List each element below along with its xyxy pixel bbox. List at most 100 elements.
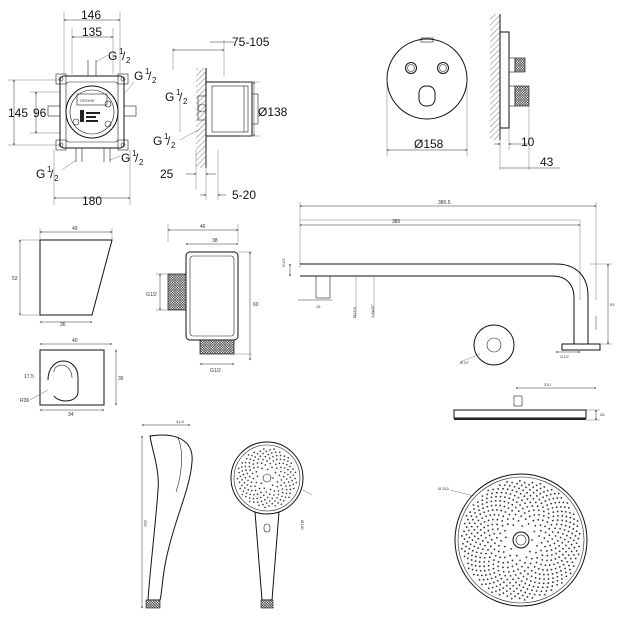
nozzle-dot — [292, 483, 295, 486]
nozzle-dot — [257, 466, 259, 468]
dim-arm-length-inner: 380 — [392, 219, 401, 225]
nozzle-dot — [551, 581, 554, 584]
nozzle-dot — [567, 564, 570, 567]
nozzle-dot — [493, 542, 496, 545]
nozzle-dot — [560, 497, 563, 499]
nozzle-dot — [237, 467, 240, 470]
nozzle-dot — [560, 559, 563, 562]
dim-hand-head-diameter: Ø130 — [300, 520, 305, 531]
nozzle-dot — [469, 511, 472, 514]
nozzle-dot — [278, 474, 281, 477]
nozzle-dot — [255, 481, 258, 484]
nozzle-dot — [513, 590, 515, 593]
svg-text:G: G — [134, 69, 143, 83]
dim-valve-diameter: Ø138 — [258, 105, 288, 119]
nozzle-dot — [294, 477, 296, 480]
nozzle-dot — [574, 557, 577, 560]
nozzle-dot — [550, 523, 553, 526]
dim-arm-length-total: 380.5 — [438, 200, 451, 206]
nozzle-dot — [492, 567, 495, 570]
nozzle-dot — [274, 451, 277, 453]
nozzle-dot — [538, 535, 541, 537]
nozzle-dot — [539, 487, 542, 490]
dim-rain-width: 310 — [544, 382, 551, 387]
nozzle-dot — [526, 505, 529, 508]
nozzle-dot — [566, 560, 569, 563]
rain-shower-nozzle-pattern — [460, 479, 581, 601]
nozzle-dot — [252, 477, 255, 480]
nozzle-dot — [563, 528, 566, 531]
nozzle-dot — [554, 527, 557, 530]
nozzle-dot — [491, 492, 493, 495]
nozzle-dot — [476, 525, 479, 528]
nozzle-dot — [480, 523, 482, 525]
dim-rain-diameter: Ø 310 — [438, 486, 450, 491]
nozzle-dot — [490, 552, 493, 555]
nozzle-dot — [489, 545, 492, 548]
nozzle-dot — [552, 515, 555, 518]
dim-hand-head-width: 41.5 — [176, 419, 185, 424]
nozzle-dot — [260, 482, 263, 485]
nozzle-dot — [511, 565, 514, 568]
nozzle-dot — [249, 469, 252, 471]
nozzle-dot — [523, 495, 526, 498]
nozzle-dot — [243, 481, 246, 484]
nozzle-dot — [273, 490, 276, 492]
nozzle-dot — [501, 524, 504, 527]
nozzle-dot — [470, 525, 473, 528]
dim-elbow-inner: 38 — [212, 238, 218, 244]
nozzle-dot — [533, 581, 536, 584]
nozzle-dot — [492, 488, 495, 491]
nozzle-dot — [285, 488, 288, 491]
svg-text:2: 2 — [183, 97, 188, 106]
nozzle-dot — [467, 567, 470, 570]
nozzle-dot — [256, 475, 259, 478]
nozzle-dot — [483, 569, 486, 572]
dim-hand-length: 250 — [143, 520, 148, 527]
nozzle-dot — [491, 586, 494, 589]
nozzle-dot — [545, 550, 548, 552]
nozzle-dot — [487, 560, 490, 563]
nozzle-dot — [491, 591, 493, 594]
nozzle-dot — [275, 458, 278, 461]
nozzle-dot — [283, 467, 286, 469]
nozzle-dot — [480, 552, 483, 555]
nozzle-dot — [262, 458, 264, 461]
nozzle-dot — [512, 584, 515, 587]
nozzle-dot — [241, 493, 244, 496]
nozzle-dot — [528, 483, 531, 486]
nozzle-dot — [256, 462, 259, 464]
nozzle-dot — [540, 549, 542, 552]
nozzle-dot — [478, 509, 480, 512]
nozzle-dot — [538, 513, 540, 516]
nozzle-dot — [273, 448, 275, 450]
nozzle-dot — [569, 568, 571, 571]
trim-plate-side-view: 10 43 — [490, 14, 560, 170]
nozzle-dot — [568, 511, 571, 514]
nozzle-dot — [556, 519, 559, 522]
nozzle-dot — [464, 550, 466, 553]
svg-text:/: / — [50, 167, 54, 181]
dim-rain-height: 28 — [600, 412, 605, 417]
nozzle-dot — [476, 574, 479, 577]
nozzle-dot — [267, 453, 270, 456]
nozzle-dot — [517, 496, 520, 499]
nozzle-dot — [567, 554, 570, 556]
nozzle-dot — [478, 578, 481, 581]
nozzle-dot — [513, 494, 516, 497]
nozzle-dot — [556, 579, 559, 582]
nozzle-dot — [561, 553, 564, 556]
nozzle-dot — [483, 561, 486, 563]
nozzle-dot — [497, 514, 500, 516]
nozzle-dot — [565, 550, 568, 553]
nozzle-dot — [537, 509, 540, 512]
nozzle-dot — [262, 452, 264, 455]
nozzle-dot — [245, 495, 247, 498]
nozzle-dot — [499, 500, 502, 502]
nozzle-dot — [523, 598, 526, 601]
nozzle-dot — [487, 529, 490, 532]
nozzle-dot — [266, 460, 268, 462]
dim-valve-depth-range: 75-105 — [232, 35, 270, 49]
nozzle-dot — [274, 500, 276, 502]
nozzle-dot — [287, 481, 290, 483]
